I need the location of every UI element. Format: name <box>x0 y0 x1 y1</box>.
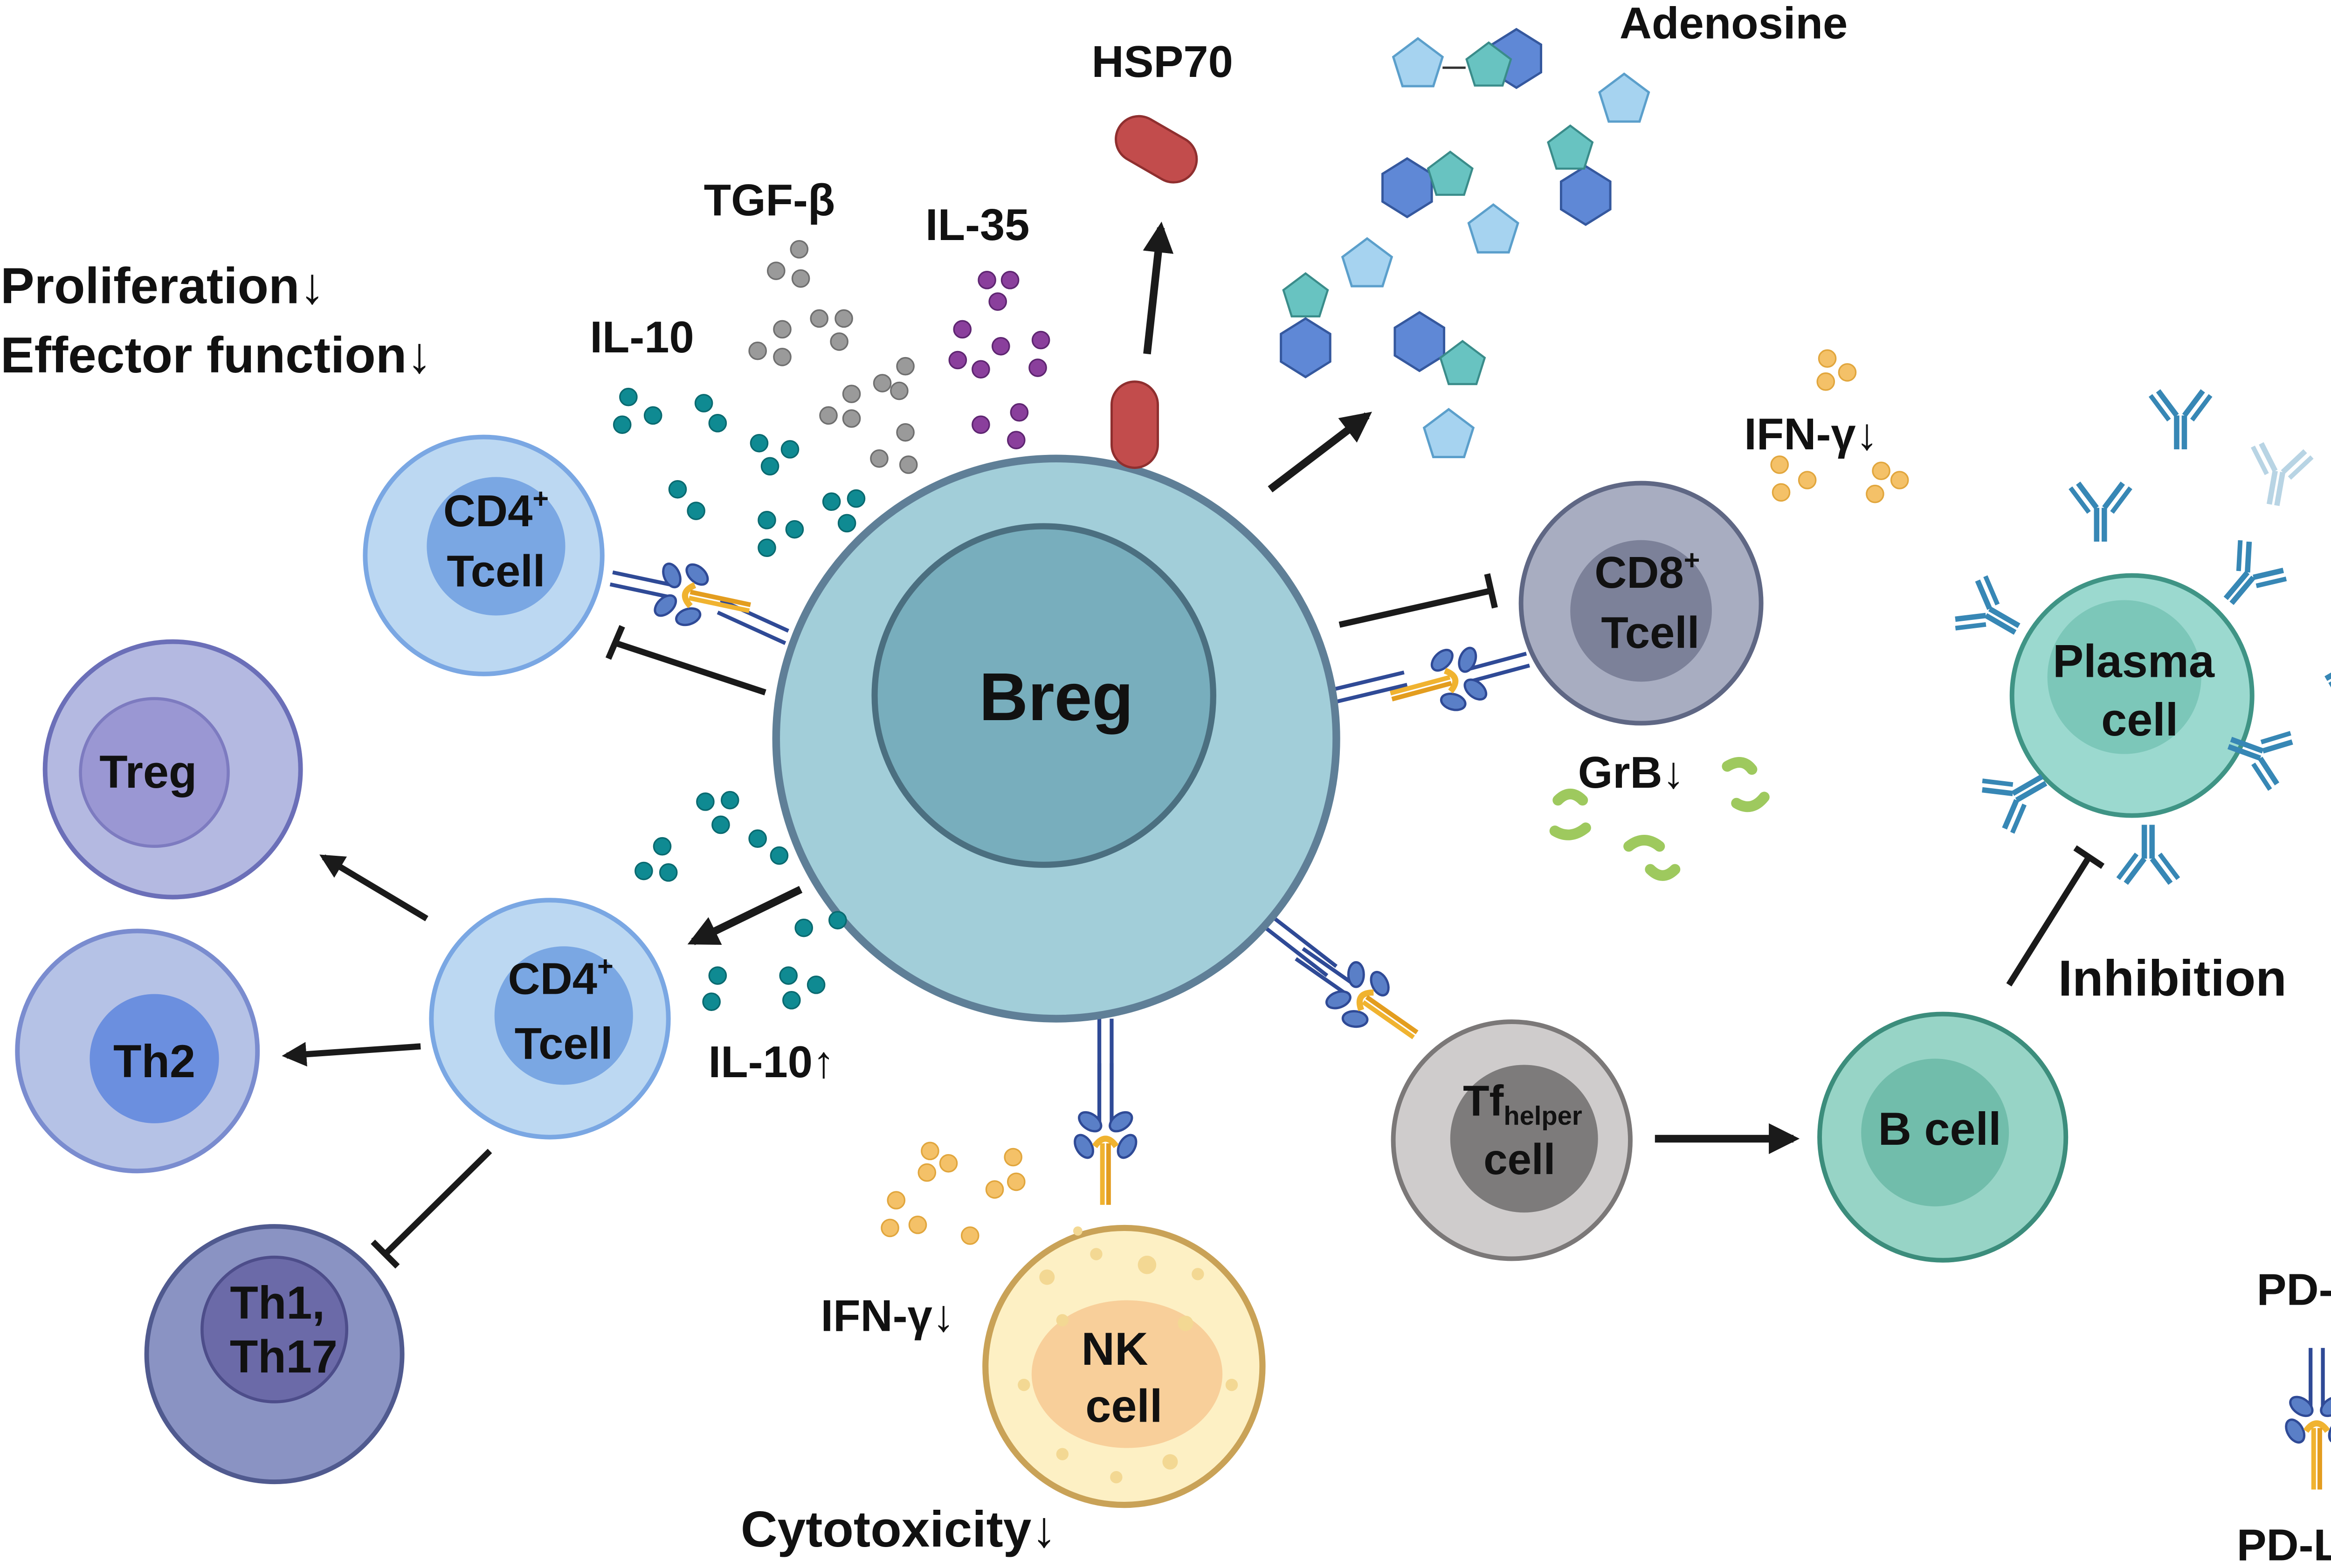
th1-label: Th1, <box>230 1277 325 1328</box>
cd4-mid-label-2: Tcell <box>515 1018 613 1068</box>
breg-label: Breg <box>979 659 1133 735</box>
cd4-top-label-2: Tcell <box>447 546 545 596</box>
ifng-dots <box>881 349 1909 1245</box>
pdl1-legend-label: PD-L1 <box>2237 1520 2331 1568</box>
il10-dots <box>613 387 866 1011</box>
hsp70-molecules <box>1110 115 1198 469</box>
pd1-legend-label: PD-1 <box>2257 1265 2331 1314</box>
tgfb-dots <box>748 240 918 474</box>
proliferation-label: Proliferation↓ <box>0 257 325 314</box>
granzyme-b <box>1549 757 1770 881</box>
cd4-top-label: CD4+ <box>443 482 549 536</box>
adenosine-label: Adenosine <box>1620 0 1848 48</box>
connectors <box>282 221 2105 1269</box>
cells <box>15 434 2255 1508</box>
il10-up-label: IL-10↑ <box>709 1037 835 1087</box>
treg-label: Treg <box>99 746 197 798</box>
cd8-label: CD8+ <box>1594 544 1700 598</box>
tfh-label: Tfhelper <box>1463 1076 1582 1130</box>
bcell-label: B cell <box>1878 1103 2001 1155</box>
th17-label: Th17 <box>230 1331 338 1382</box>
cytotoxicity-label: Cytotoxicity↓ <box>741 1501 1057 1558</box>
tgfb-label: TGF-β <box>704 175 835 225</box>
il35-dots <box>948 271 1050 449</box>
inhibition-label: Inhibition <box>2058 950 2287 1007</box>
il10-label: IL-10 <box>590 312 694 362</box>
il35-label: IL-35 <box>925 200 1029 250</box>
plasma-label-2: cell <box>2101 694 2178 745</box>
tfh-label-2: cell <box>1483 1135 1555 1183</box>
ifng-nk-label: IFN-γ↓ <box>821 1291 955 1341</box>
adenosine-molecules <box>1281 29 1649 457</box>
nk-granules <box>1018 1226 1238 1484</box>
th2-label: Th2 <box>113 1035 195 1087</box>
cd8-label-2: Tcell <box>1601 608 1699 658</box>
ifng-cd8-label: IFN-γ↓ <box>1744 409 1878 459</box>
cd4-mid-label: CD4+ <box>508 950 614 1004</box>
nk-label-2: cell <box>1085 1380 1162 1431</box>
nk-label: NK <box>1082 1323 1148 1375</box>
effector-function-label: Effector function↓ <box>0 327 432 384</box>
hsp70-label: HSP70 <box>1092 37 1233 87</box>
plasma-label: Plasma <box>2053 635 2215 687</box>
grb-label: GrB↓ <box>1578 748 1685 798</box>
